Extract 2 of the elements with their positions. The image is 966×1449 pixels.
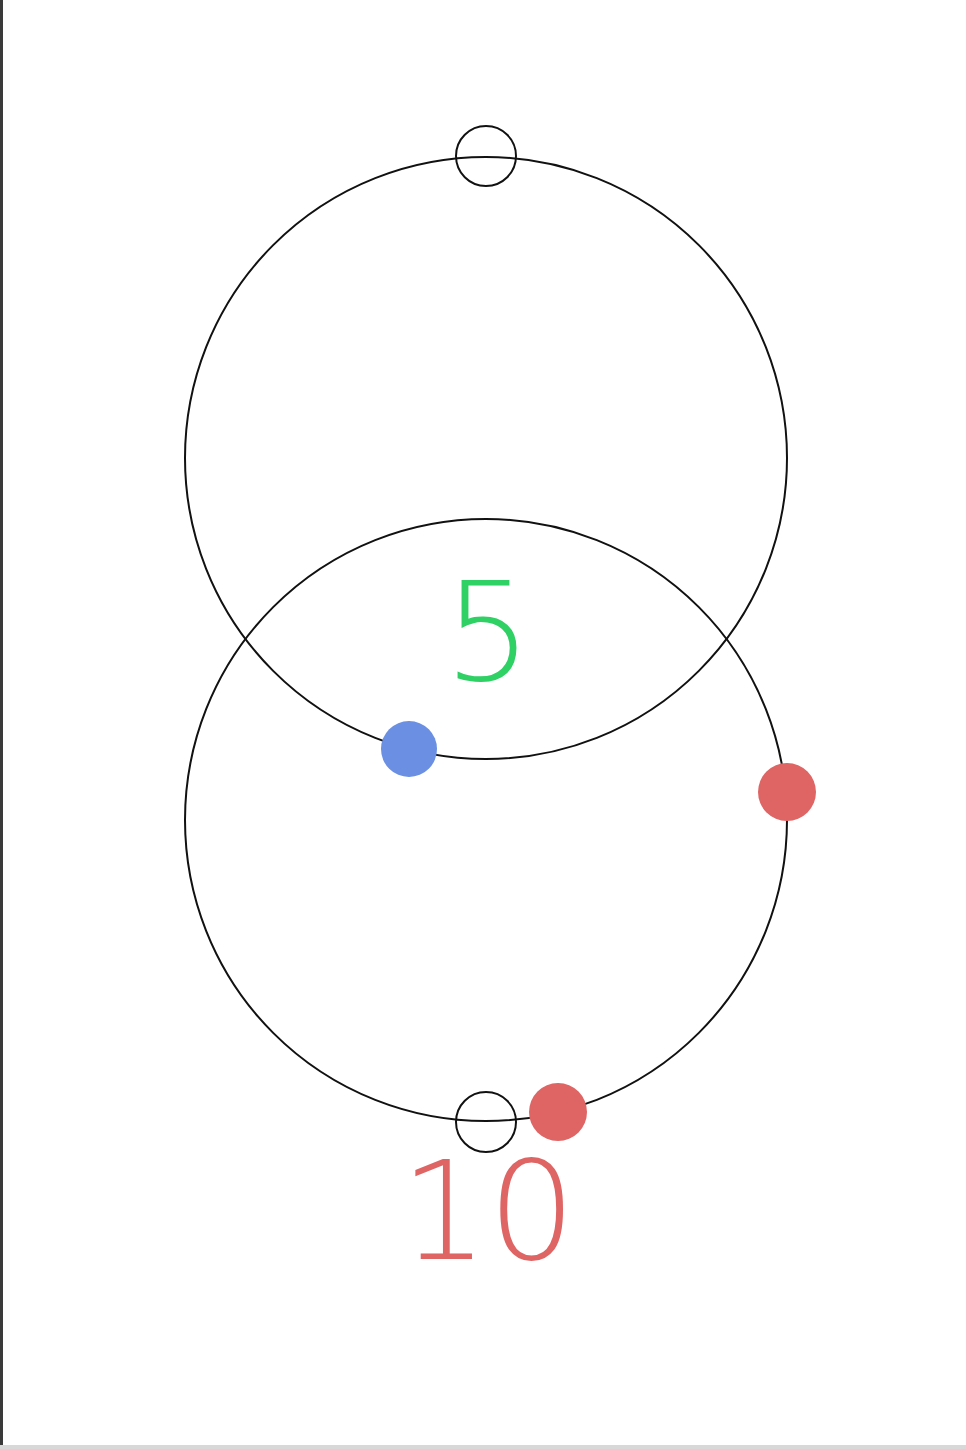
number-label: 10	[400, 1143, 576, 1281]
number-label: 5	[444, 564, 532, 702]
